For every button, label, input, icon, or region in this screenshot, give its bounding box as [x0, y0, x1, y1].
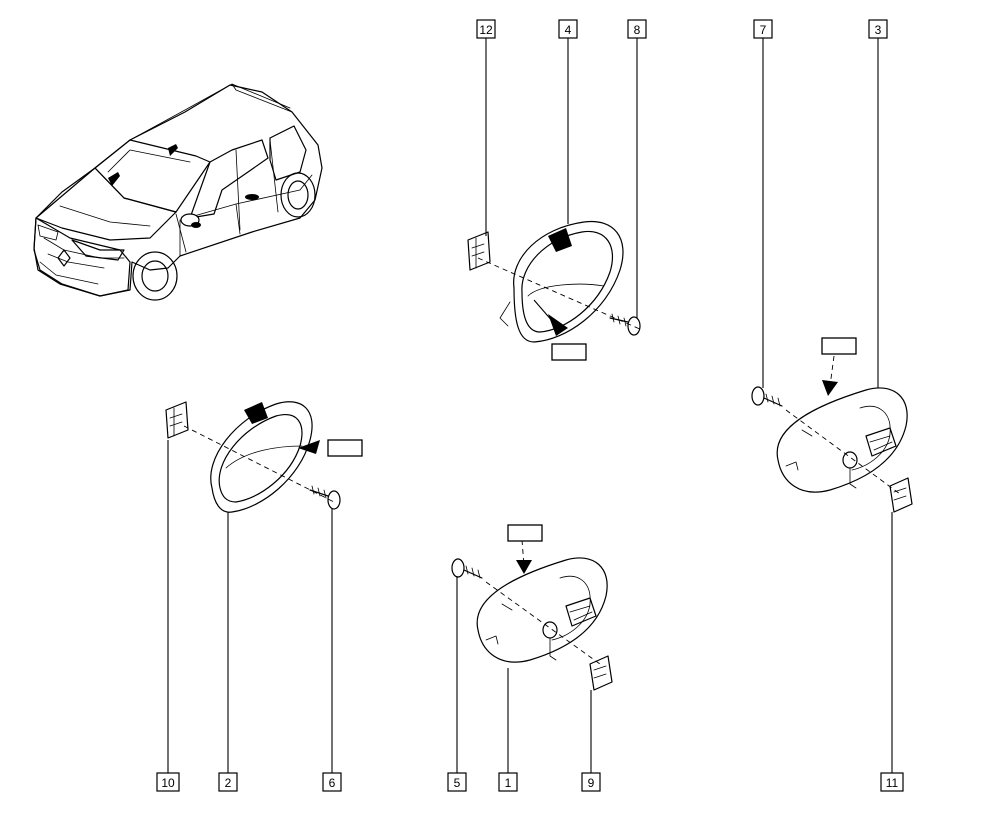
leader-lines: [167, 38, 893, 773]
screw-7: [751, 386, 783, 407]
axis-line-4: [477, 257, 643, 331]
arrow-1-head: [516, 560, 532, 574]
axis-line-2: [183, 425, 335, 503]
clip-12: [467, 231, 491, 271]
callout-9: 9: [581, 772, 601, 792]
svg-text:2: 2: [225, 776, 232, 790]
svg-text:10: 10: [161, 776, 175, 790]
screw-6: [309, 485, 341, 510]
reference-box-front-handle: [327, 439, 363, 457]
svg-text:1: 1: [505, 776, 512, 790]
callout-4: 4: [558, 19, 578, 39]
clip-10: [165, 401, 189, 439]
svg-text:12: 12: [479, 23, 493, 37]
callout-12: 12: [476, 19, 496, 39]
callout-6: 6: [322, 772, 342, 792]
screw-5: [451, 558, 483, 579]
screw-8: [609, 313, 641, 336]
arrow-3-head: [822, 380, 838, 396]
axis-line-3: [785, 409, 901, 495]
svg-text:7: 7: [760, 23, 767, 37]
callout-2: 2: [218, 772, 238, 792]
arrow-2: [298, 440, 320, 454]
callout-10: 10: [156, 772, 180, 792]
bezel-1: [476, 557, 608, 663]
callout-1: 1: [498, 772, 518, 792]
bezel-3: [776, 387, 908, 493]
svg-text:4: 4: [565, 23, 572, 37]
interior-handle-front: [210, 401, 313, 513]
interior-handle-rear: [499, 220, 624, 343]
callout-11: 11: [880, 772, 904, 792]
svg-text:3: 3: [875, 23, 882, 37]
svg-text:11: 11: [886, 776, 899, 790]
axis-line-1: [485, 581, 601, 665]
callout-8: 8: [627, 19, 647, 39]
clip-11: [889, 477, 913, 513]
arrow-4-shaft: [533, 299, 561, 331]
callout-3: 3: [868, 19, 888, 39]
svg-text:6: 6: [329, 776, 336, 790]
svg-text:9: 9: [588, 776, 595, 790]
reference-box-bezel-3: [821, 337, 857, 355]
clip-9: [589, 655, 613, 691]
reference-box-rear-handle: [551, 343, 587, 361]
svg-text:8: 8: [634, 23, 641, 37]
svg-text:5: 5: [454, 776, 461, 790]
callout-7: 7: [753, 19, 773, 39]
callout-5: 5: [447, 772, 467, 792]
car-illustration: [33, 83, 323, 301]
arrow-4: [548, 314, 568, 336]
reference-box-bezel-1: [507, 524, 543, 542]
